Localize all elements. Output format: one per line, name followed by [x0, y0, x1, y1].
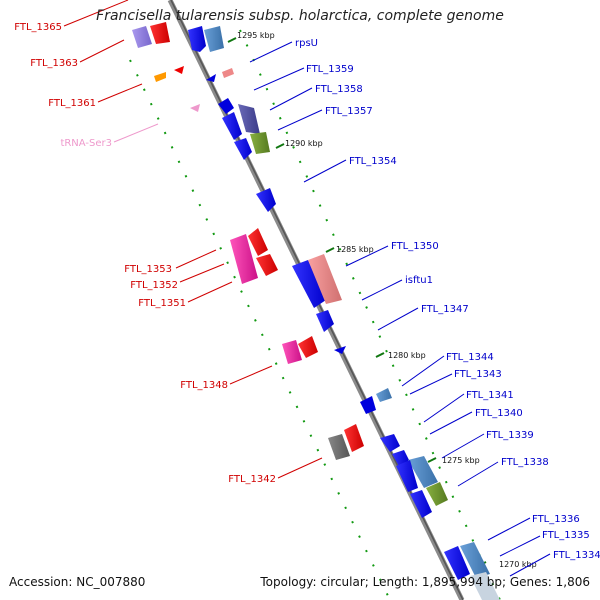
- tick-label: 1285 kbp: [336, 245, 374, 254]
- gene-arrow: [222, 112, 242, 140]
- gene-arrow: [460, 542, 490, 578]
- gene-label: FTL_1341: [466, 390, 514, 401]
- gene-label: FTL_1336: [532, 514, 580, 525]
- gene-arrow: [334, 346, 346, 354]
- gene-label: FTL_1359: [306, 64, 354, 75]
- gene-arrow: [222, 68, 234, 78]
- gene-label: FTL_1365: [14, 22, 62, 33]
- gene-label: FTL_1340: [475, 408, 523, 419]
- gene-label: FTL_1357: [325, 106, 373, 117]
- gene-arrow: [408, 456, 438, 488]
- tick-label: 1275 kbp: [442, 456, 480, 465]
- tick-label: 1280 kbp: [388, 351, 426, 360]
- tick-label: 1290 kbp: [285, 139, 323, 148]
- gene-arrow: [204, 26, 224, 52]
- gene-arrow: [396, 460, 418, 492]
- gene-arrow: [298, 336, 318, 358]
- gene-label: FTL_1335: [542, 530, 590, 541]
- gene-arrow: [376, 388, 392, 402]
- gene-arrow: [380, 434, 400, 452]
- map-title: Francisella tularensis subsp. holarctica…: [96, 8, 504, 24]
- label-connectors: [63, 0, 551, 577]
- gene-label: FTL_1347: [421, 304, 469, 315]
- gene-arrow: [190, 104, 200, 112]
- gene-arrow: [174, 66, 184, 74]
- gene-arrow: [360, 396, 376, 414]
- gene-label: FTL_1350: [391, 241, 439, 252]
- right-gene-labels: rpsU FTL_1359 FTL_1358 FTL_1357 FTL_1354…: [295, 38, 600, 561]
- gene-label: FTL_1342: [228, 474, 276, 485]
- gene-arrow: [188, 26, 206, 52]
- tick-label: 1295 kbp: [237, 31, 275, 40]
- gene-arrow: [292, 260, 326, 308]
- gene-label: FTL_1354: [349, 156, 397, 167]
- left-gene-labels: FTL_1365 FTL_1363 FTL_1361 tRNA-Ser3 FTL…: [14, 22, 276, 485]
- gene-label: FTL_1361: [48, 98, 96, 109]
- gene-arrow: [256, 188, 276, 212]
- gene-arrow: [316, 310, 334, 332]
- gene-arrow: [238, 104, 260, 134]
- genes-left-strand: [132, 22, 364, 460]
- gene-label: tRNA-Ser3: [60, 138, 112, 149]
- accession-text: Accession: NC_007880: [9, 575, 146, 589]
- gene-label: FTL_1344: [446, 352, 494, 363]
- gene-arrow: [154, 72, 166, 82]
- gene-arrow: [410, 490, 432, 518]
- gene-arrow: [444, 546, 470, 580]
- gene-label: rpsU: [295, 38, 318, 49]
- gene-label: FTL_1339: [486, 430, 534, 441]
- gene-arrow: [256, 254, 278, 276]
- gene-label: FTL_1334: [553, 550, 600, 561]
- gene-label: FTL_1351: [138, 298, 186, 309]
- tick-marks: 1295 kbp 1290 kbp 1285 kbp 1280 kbp 1275…: [227, 31, 537, 569]
- gene-arrow: [132, 26, 152, 48]
- gene-label: FTL_1343: [454, 369, 502, 380]
- gene-arrow: [426, 482, 448, 506]
- gene-arrow: [248, 228, 268, 256]
- gene-label: FTL_1353: [124, 264, 172, 275]
- gene-arrow: [250, 132, 270, 154]
- gene-label: FTL_1348: [180, 380, 228, 391]
- gene-label: FTL_1352: [130, 280, 178, 291]
- genes-right-strand: [188, 26, 500, 600]
- gene-arrow: [218, 98, 234, 114]
- gene-label: FTL_1358: [315, 84, 363, 95]
- topology-text: Topology: circular; Length: 1,895,994 bp…: [260, 575, 590, 589]
- gene-arrow: [150, 22, 170, 44]
- gene-arrow: [282, 340, 302, 364]
- tick-label: 1270 kbp: [499, 560, 537, 569]
- gene-arrow: [230, 234, 258, 284]
- gene-arrow: [328, 434, 350, 460]
- gene-label: FTL_1363: [30, 58, 78, 69]
- gene-label: isftu1: [405, 275, 433, 286]
- gene-arrow: [470, 572, 500, 600]
- gene-arrow: [344, 424, 364, 452]
- gene-label: FTL_1338: [501, 457, 549, 468]
- gene-arrow: [308, 254, 342, 304]
- gene-arrow: [206, 74, 216, 82]
- gene-arrow: [234, 138, 252, 160]
